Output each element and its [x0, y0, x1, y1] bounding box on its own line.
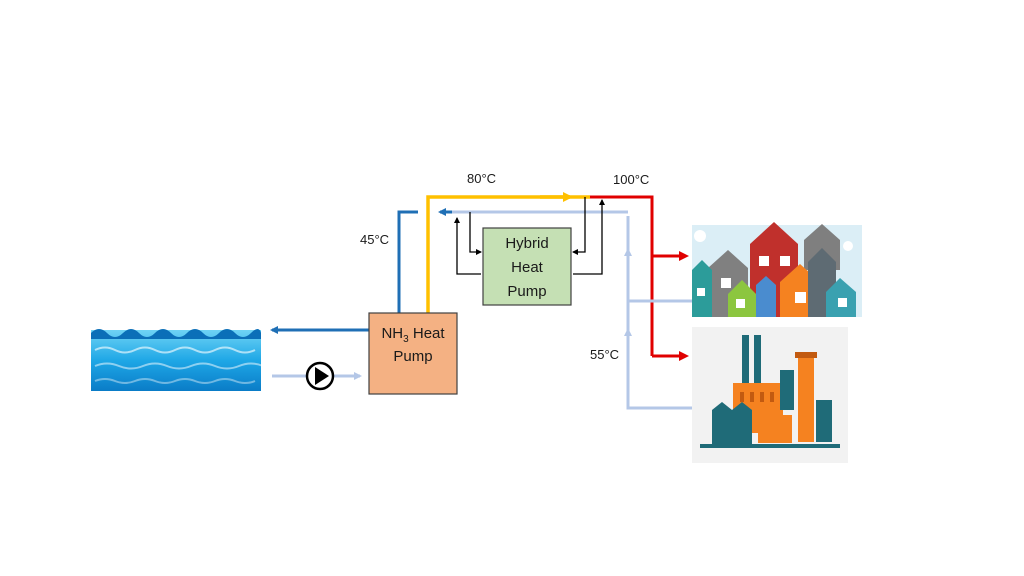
temp-label-80: 80°C [467, 171, 496, 186]
industrial-factory-icon [692, 327, 848, 463]
hybrid-heat-pump-line2: Heat [511, 259, 544, 276]
temp-label-100: 100°C [613, 172, 649, 187]
supply-100c-line [590, 195, 689, 361]
hybrid-heat-pump-line3: Pump [507, 283, 546, 300]
temp-label-55: 55°C [590, 347, 619, 362]
supply-80c-line [426, 192, 590, 313]
hybrid-loop-lines [454, 197, 605, 275]
circulation-pump-icon [305, 361, 335, 391]
cold-return-line [270, 210, 418, 334]
temp-label-45: 45°C [360, 232, 389, 247]
hybrid-heat-pump-line1: Hybrid [505, 235, 548, 252]
return-55c-line [438, 208, 692, 410]
residential-houses-icon [692, 222, 862, 317]
nh3-heat-pump-line2: Pump [393, 348, 432, 365]
nh3-heat-pump-line1: NH3 Heat [381, 325, 445, 345]
hybrid-heat-pump-box: Hybrid Heat Pump [482, 227, 572, 306]
sea-water-icon [91, 329, 264, 391]
nh3-heat-pump-box: NH3 Heat Pump [368, 312, 458, 395]
